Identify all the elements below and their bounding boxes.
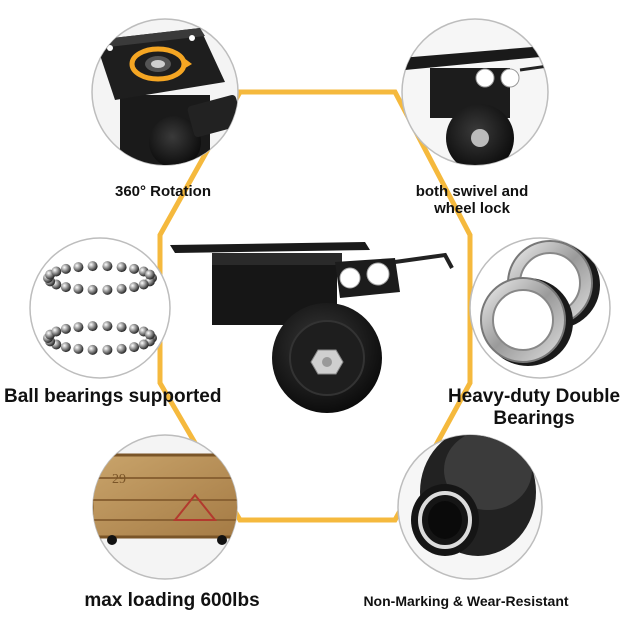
steel-ball [60, 342, 71, 353]
steel-ball [87, 344, 98, 355]
rotation-circle [91, 18, 239, 166]
steel-ball [87, 261, 98, 272]
center-caster [170, 242, 454, 413]
steel-ball [144, 269, 155, 280]
steel-ball [129, 282, 140, 293]
label-ball-bearings: Ball bearings supported [4, 386, 222, 407]
label-double-line1: Heavy-duty Double [447, 386, 621, 407]
steel-ball [102, 344, 113, 355]
label-double-line2: Bearings [493, 407, 575, 429]
label-360-rotation: 360° Rotation [114, 183, 211, 200]
steel-ball [87, 321, 98, 332]
label-swivel-line1: both swivel and [415, 183, 529, 200]
steel-ball [73, 322, 84, 333]
steel-ball [116, 322, 127, 333]
steel-ball [60, 282, 71, 293]
steel-ball [102, 261, 113, 272]
steel-ball [73, 343, 84, 354]
double-bearings-circle [469, 237, 611, 379]
steel-ball [144, 329, 155, 340]
steel-ball [51, 326, 62, 337]
steel-ball [116, 283, 127, 294]
label-double-bearings: Heavy-duty Double Bearings [434, 386, 634, 430]
steel-ball [60, 263, 71, 274]
steel-ball [73, 262, 84, 273]
steel-ball [129, 323, 140, 334]
ball-bearings-circle [29, 237, 171, 379]
label-non-marking: Non-Marking & Wear-Resistant [363, 593, 569, 609]
steel-ball [60, 323, 71, 334]
steel-ball [51, 266, 62, 277]
steel-ball [129, 263, 140, 274]
ball-chain-image [43, 261, 157, 355]
steel-ball [116, 262, 127, 273]
steel-ball [102, 321, 113, 332]
lock-arrow-icon [566, 48, 572, 82]
steel-ball [87, 284, 98, 295]
non-marking-circle [397, 434, 543, 580]
label-max-loading: max loading 600lbs [84, 590, 260, 611]
label-swivel-line2: wheel lock [434, 200, 510, 218]
label-swivel-lock: both swivel and wheel lock [392, 183, 552, 218]
crate-stencil-text: 29 [112, 472, 126, 487]
steel-ball [73, 283, 84, 294]
load-crate-circle: 29 [92, 434, 238, 580]
steel-ball [102, 284, 113, 295]
steel-ball [129, 342, 140, 353]
steel-ball [138, 339, 149, 350]
steel-ball [116, 343, 127, 354]
steel-ball [138, 279, 149, 290]
swivel-lock-circle [401, 18, 572, 166]
